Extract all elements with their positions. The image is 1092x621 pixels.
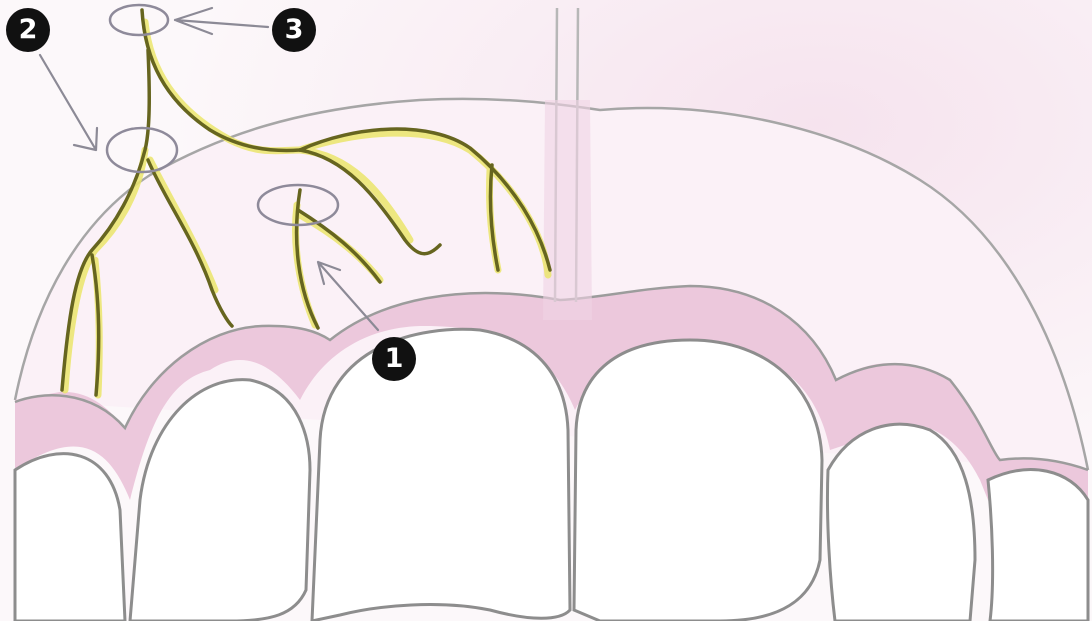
- marker-badge-1: 1: [372, 337, 416, 381]
- tooth-far-left: [15, 454, 125, 621]
- midline-pink: [543, 100, 592, 320]
- marker-badge-2: 2: [6, 8, 50, 52]
- tooth-left-central: [312, 329, 570, 621]
- marker-badge-3: 3: [272, 8, 316, 52]
- tooth-right-central: [574, 340, 822, 621]
- tooth-far-right: [988, 470, 1088, 621]
- tooth-right-lateral: [827, 424, 975, 621]
